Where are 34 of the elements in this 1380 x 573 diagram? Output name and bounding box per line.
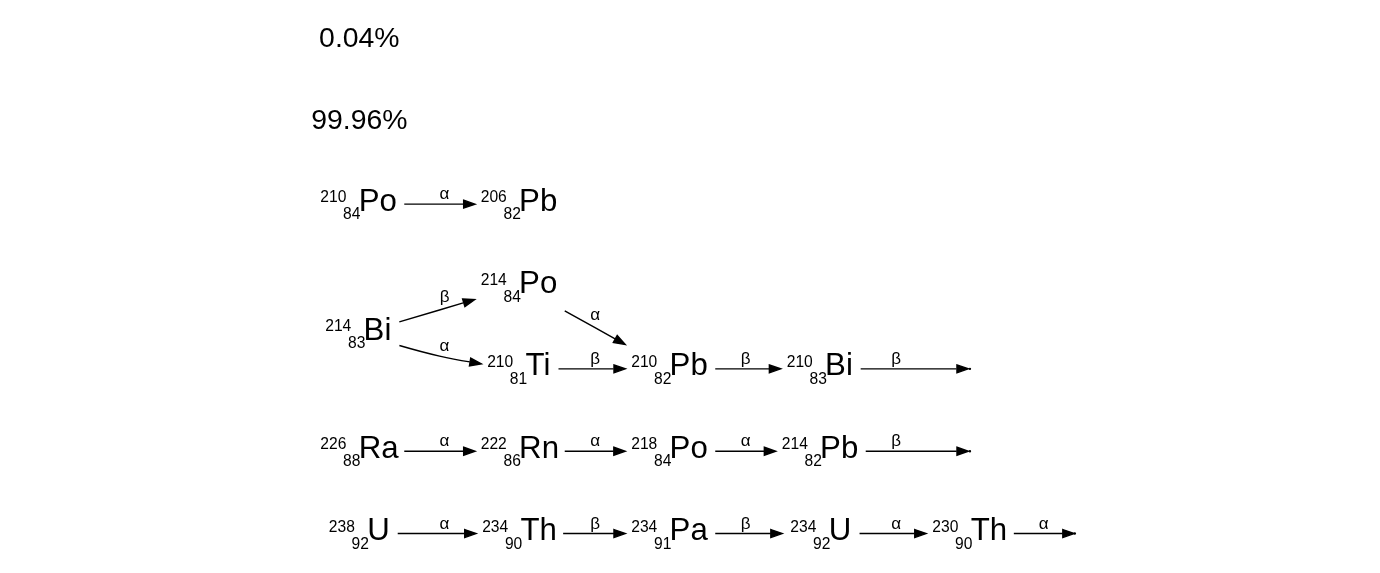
arrow: [714, 363, 783, 374]
label: 99.96%: [311, 102, 408, 135]
edge-label: α: [439, 431, 450, 451]
arrow: [564, 446, 628, 457]
arrow: [557, 363, 628, 374]
edge-label: α: [1038, 513, 1049, 533]
edge-label: β: [891, 431, 901, 451]
arrow: [403, 446, 478, 457]
edge-label: α: [439, 336, 450, 356]
edge-label: α: [439, 513, 450, 533]
arrow: [398, 298, 477, 323]
arrow: [403, 199, 478, 210]
arrow: [858, 528, 929, 539]
edge-label: β: [590, 349, 600, 369]
arrow: [714, 528, 785, 539]
arrow: [398, 344, 484, 367]
arrow: [562, 528, 628, 539]
edge-label: α: [891, 513, 902, 533]
arrow: [1013, 528, 1077, 539]
arrow: [714, 446, 778, 457]
edge-label: β: [590, 513, 600, 533]
edge-label: α: [439, 184, 450, 204]
label: 0.04%: [319, 20, 400, 53]
edge-label: α: [590, 431, 600, 451]
edge-label: α: [590, 305, 600, 325]
edge-label: β: [439, 286, 450, 306]
edge-label: β: [891, 349, 901, 369]
edge-label: β: [740, 513, 751, 533]
edge-label: β: [740, 349, 751, 369]
arrow: [564, 310, 628, 346]
arrow: [865, 446, 971, 457]
arrow: [397, 528, 479, 539]
edge-label: α: [740, 431, 751, 451]
arrow: [859, 363, 971, 374]
